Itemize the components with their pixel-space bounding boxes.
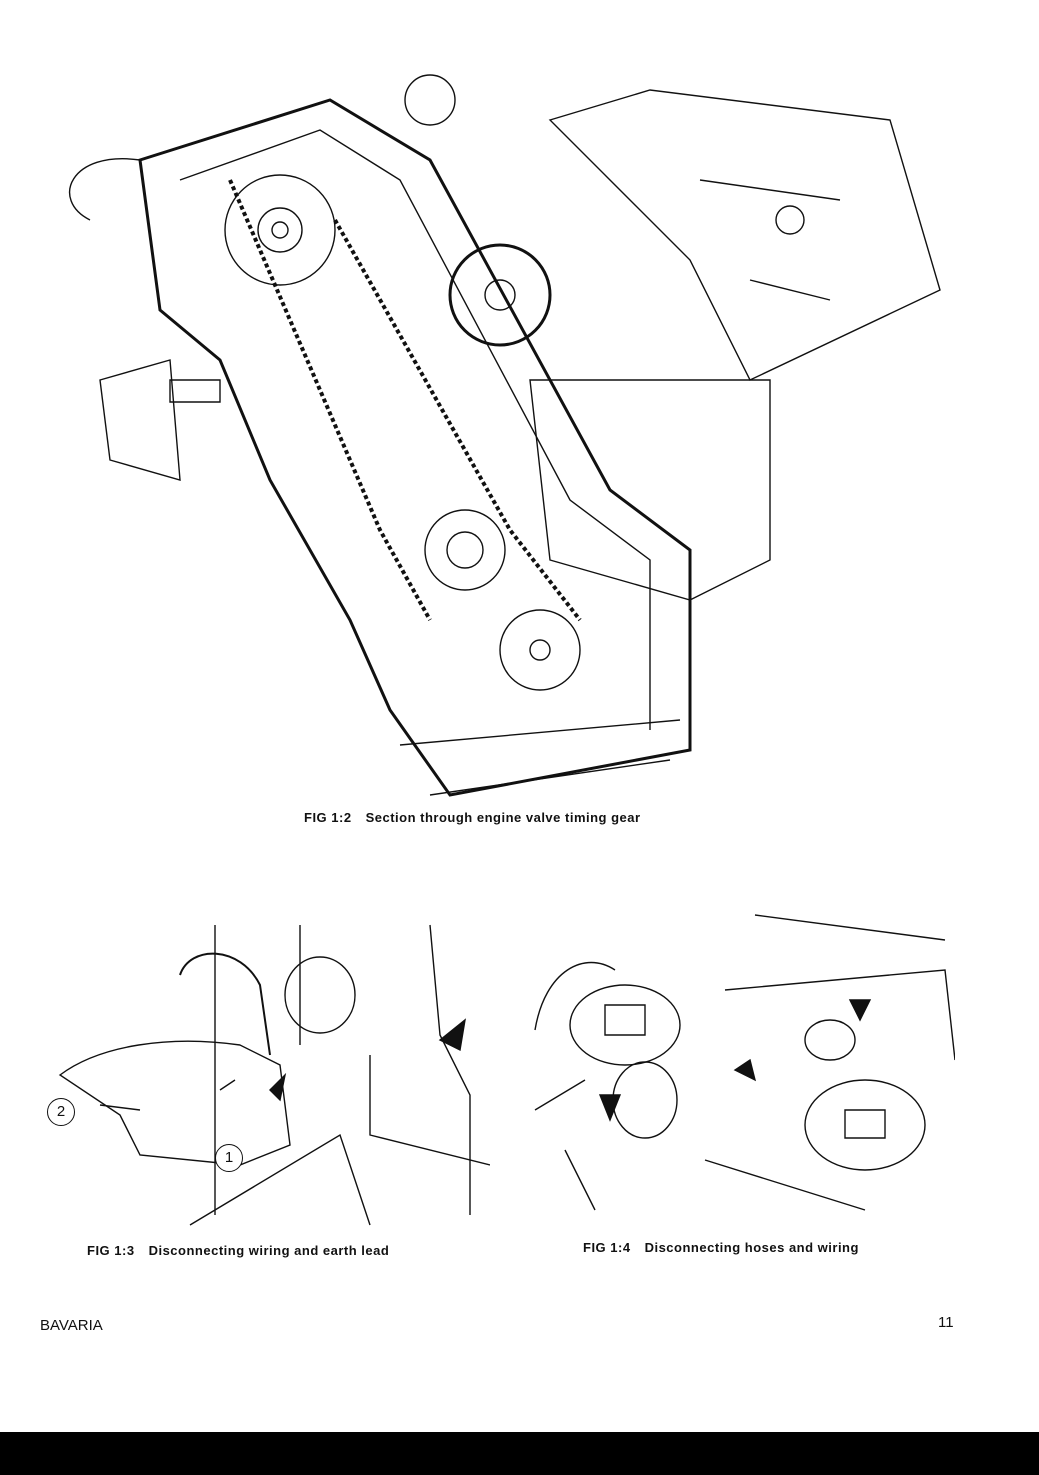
- fig-1-4-number: FIG 1:4: [583, 1240, 631, 1255]
- fig-1-4-text: Disconnecting hoses and wiring: [644, 1240, 859, 1255]
- fig-1-4-caption: FIG 1:4 Disconnecting hoses and wiring: [583, 1240, 859, 1255]
- fig-1-2-number: FIG 1:2: [304, 810, 352, 825]
- fig-1-3-text: Disconnecting wiring and earth lead: [148, 1243, 390, 1258]
- callout-2: 2: [47, 1098, 75, 1126]
- carburettor-hoses-illustration: [525, 910, 955, 1230]
- footer-title: BAVARIA: [40, 1317, 103, 1334]
- engine-timing-gear-illustration: [50, 60, 950, 805]
- callout-1: 1: [215, 1144, 243, 1172]
- fig-1-2-caption: FIG 1:2 Section through engine valve timi…: [304, 810, 641, 825]
- distributor-wiring-illustration: [40, 915, 490, 1235]
- page-number: 11: [938, 1314, 954, 1331]
- fig-1-3-number: FIG 1:3: [87, 1243, 135, 1258]
- fig-1-2-text: Section through engine valve timing gear: [365, 810, 641, 825]
- fig-1-3-caption: FIG 1:3 Disconnecting wiring and earth le…: [87, 1243, 389, 1258]
- scan-border: [0, 1432, 1039, 1475]
